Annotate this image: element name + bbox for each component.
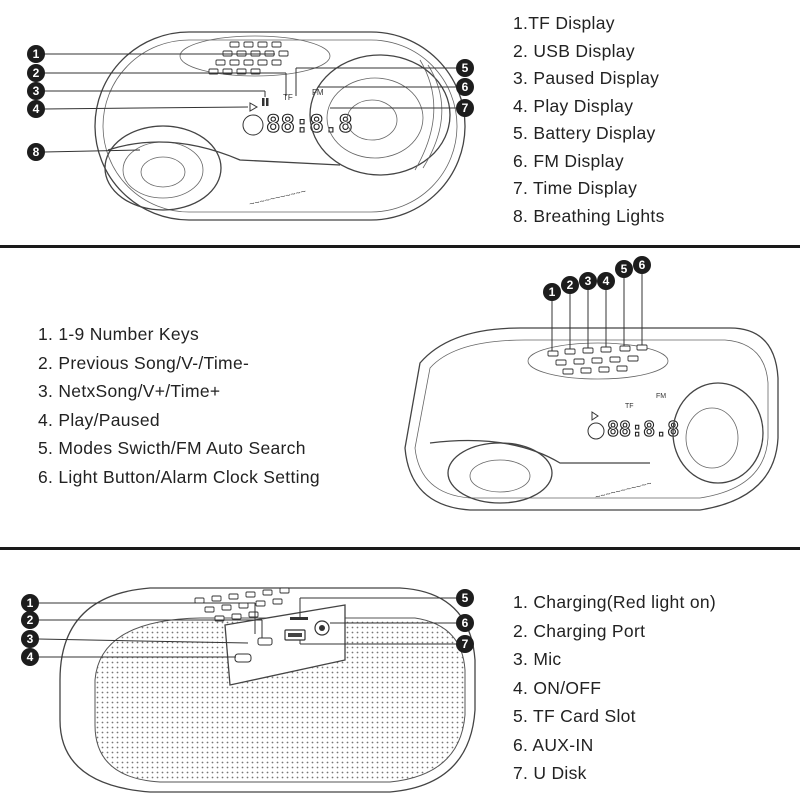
callout-1: 1 [543, 283, 561, 301]
svg-text:7: 7 [462, 637, 469, 651]
fm-indicator: FM [312, 88, 324, 97]
speaker-back-illustration: 1 2 3 4 5 6 7 [21, 587, 476, 793]
svg-text:4: 4 [33, 102, 40, 116]
callout-7: 7 [456, 99, 474, 117]
callout-6: 6 [456, 78, 474, 96]
ports-legend: 1. Charging(Red light on) 2. Charging Po… [513, 588, 716, 788]
tf-indicator: TF [625, 403, 634, 410]
time-digits: 88:8.8 [266, 110, 353, 138]
svg-text:3: 3 [27, 632, 34, 646]
callout-1: 1 [27, 45, 45, 63]
svg-text:5: 5 [621, 262, 628, 276]
svg-text:2: 2 [567, 278, 574, 292]
callout-3: 3 [21, 630, 39, 648]
legend-item: 7. Time Display [513, 178, 638, 198]
legend-item: 3. Paused Display [513, 68, 660, 88]
legend-item: 1. 1-9 Number Keys [38, 324, 200, 344]
callout-4: 4 [27, 100, 45, 118]
svg-text:6: 6 [462, 616, 469, 630]
legend-item: 7. U Disk [513, 763, 587, 783]
svg-text:6: 6 [462, 80, 469, 94]
right-speaker-cone [672, 382, 764, 484]
legend-item: 4. Play/Paused [38, 409, 160, 430]
tf-indicator: TF [283, 93, 293, 102]
legend-item: 8. Breathing Lights [513, 205, 665, 226]
callout-2: 2 [27, 64, 45, 82]
legend-item: 5. Modes Swicth/FM Auto Search [38, 438, 306, 458]
svg-text:~~~~~~~~~~~: ~~~~~~~~~~~ [248, 186, 307, 209]
svg-text:7: 7 [462, 101, 469, 115]
legend-item: 6. FM Display [513, 150, 624, 171]
legend-item: 4. ON/OFF [513, 677, 602, 698]
callout-3: 3 [579, 272, 597, 290]
svg-text:4: 4 [27, 650, 34, 664]
legend-item: 6. Light Button/Alarm Clock Setting [38, 466, 320, 487]
callout-5: 5 [456, 589, 474, 607]
number-keys [194, 587, 290, 622]
left-speaker-cone [104, 125, 341, 211]
callout-6: 6 [456, 614, 474, 632]
callout-5: 5 [615, 260, 633, 278]
callout-3: 3 [27, 82, 45, 100]
legend-item: 3. Mic [513, 649, 562, 669]
tf-card-slot [290, 617, 308, 620]
svg-text:4: 4 [603, 274, 610, 288]
callout-5: 5 [456, 59, 474, 77]
section-divider [0, 245, 800, 248]
panel-display-indicators: TF FM 88:8.8 ~~~~~~~~~~~ [0, 0, 800, 245]
fm-indicator: FM [656, 393, 666, 400]
number-keys [208, 41, 289, 75]
callout-6: 6 [633, 256, 651, 274]
number-keys [547, 344, 648, 375]
callout-1: 1 [21, 594, 39, 612]
svg-text:1: 1 [33, 47, 40, 61]
svg-text:1: 1 [549, 285, 556, 299]
callout-7: 7 [456, 635, 474, 653]
legend-item: 1. Charging(Red light on) [513, 592, 717, 612]
callout-4: 4 [597, 272, 615, 290]
power-switch [234, 653, 252, 663]
panel-back-ports: 1 2 3 4 5 6 7 1. Charging(Red light on) … [0, 550, 800, 800]
legend-item: 2. USB Display [513, 40, 635, 61]
svg-text:3: 3 [585, 274, 592, 288]
panel-button-functions: 1. 1-9 Number Keys 2. Previous Song/V-/T… [0, 248, 800, 548]
legend-item: 4. Play Display [513, 95, 634, 116]
section-divider [0, 547, 800, 550]
speaker-grille [94, 617, 466, 783]
legend-item: 6. AUX-IN [513, 734, 594, 755]
legend-item: 2. Previous Song/V-/Time- [38, 352, 250, 373]
legend-item: 5. TF Card Slot [513, 706, 636, 726]
right-speaker-cone [309, 54, 451, 176]
callout-8: 8 [27, 143, 45, 161]
callout-2: 2 [561, 276, 579, 294]
legend-item: 1.TF Display [513, 13, 615, 33]
svg-text:5: 5 [462, 591, 469, 605]
legend-item: 5. Battery Display [513, 123, 656, 143]
svg-text:8: 8 [33, 145, 40, 159]
callout-4: 4 [21, 648, 39, 666]
led-display: TF FM 88:8.8 [587, 393, 680, 442]
legend-item: 2. Charging Port [513, 620, 646, 641]
svg-text:3: 3 [33, 84, 40, 98]
svg-text:2: 2 [33, 66, 40, 80]
svg-text:6: 6 [639, 258, 646, 272]
legend-item: 3. NetxSong/V+/Time+ [38, 381, 221, 401]
svg-text:5: 5 [462, 61, 469, 75]
buttons-legend: 1. 1-9 Number Keys 2. Previous Song/V-/T… [38, 320, 320, 491]
speaker-top-illustration: TF FM 88:8.8 ~~~~~~~~~~~ 1 2 3 4 5 6 [404, 256, 779, 511]
display-legend: 1.TF Display 2. USB Display 3. Paused Di… [513, 10, 665, 230]
svg-text:1: 1 [27, 596, 34, 610]
speaker-front-illustration: TF FM 88:8.8 ~~~~~~~~~~~ [27, 31, 474, 221]
charging-port [257, 637, 273, 646]
callout-2: 2 [21, 611, 39, 629]
svg-text:2: 2 [27, 613, 34, 627]
time-digits: 88:8.8 [607, 417, 679, 441]
led-display: TF FM 88:8.8 [242, 88, 353, 139]
